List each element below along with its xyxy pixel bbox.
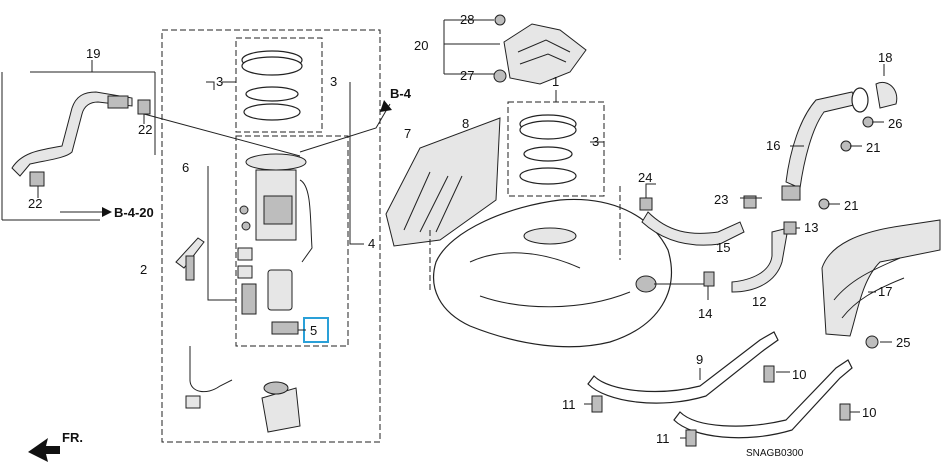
tank-strap-lower [673,359,853,439]
callout-2: 2 [140,262,147,277]
pump-filter [263,195,293,225]
callout-22-lower: 22 [28,196,42,211]
fuel-gauge-sender [175,237,205,269]
clamp-22-lower [29,171,45,187]
pressure-regulator [241,283,257,315]
seal-set-box [235,37,323,133]
tank-shield-8 [385,117,501,247]
callout-28: 28 [460,12,474,27]
filler-neck-group [781,64,898,210]
front-direction-icon [28,438,60,462]
bolt-11-lower [685,429,697,447]
callout-25: 25 [896,335,910,350]
callout-12: 12 [752,294,766,309]
callout-5: 5 [310,323,317,338]
front-label: FR. [62,430,83,445]
callout-13: 13 [804,220,818,235]
tank-strap-upper [587,331,779,404]
callout-14: 14 [698,306,712,321]
callout-21-lower: 21 [844,198,858,213]
bolt-25 [865,335,879,349]
callout-1: 1 [552,74,559,89]
callout-7: 7 [404,126,411,141]
diagram-code: SNAGB0300 [746,448,804,459]
seal-ring [245,86,299,102]
side-shield-group [821,219,941,349]
pump-assembly-box [235,135,349,347]
callout-11-upper: 11 [562,397,576,412]
callout-labels: 19 22 22 B-4-20 3 3 6 2 4 5 B-4 7 8 28 2… [28,12,910,459]
callout-3-right: 3 [330,74,337,89]
callout-18: 18 [878,50,892,65]
base-ring [243,103,301,121]
callout-11-lower: 11 [656,431,670,446]
tank-heat-shield-group [443,14,587,85]
ref-b4: B-4 [390,86,412,101]
arrow-to-b420 [102,207,112,217]
hose-group [639,183,800,300]
callout-27: 27 [460,68,474,83]
fuel-filter [267,269,293,311]
tank-straps-group [584,331,860,447]
callout-21-upper: 21 [866,140,880,155]
hose-12 [731,227,789,293]
callout-17: 17 [878,284,892,299]
nut-27 [493,69,507,83]
callout-10-upper: 10 [792,367,806,382]
callout-26: 26 [888,116,902,131]
callout-19: 19 [86,46,100,61]
callout-16: 16 [766,138,780,153]
callout-22-upper: 22 [138,122,152,137]
callout-3-left: 3 [216,74,223,89]
fuel-tank [432,198,672,348]
callout-15: 15 [716,240,730,255]
fuel-feed-line-group [1,60,156,221]
hose-15 [641,211,745,246]
callout-10-lower: 10 [862,405,876,420]
bolt-10-upper [763,365,775,383]
outer-dashed-box [161,29,381,443]
fuel-tank-group [385,117,704,348]
heat-shield [503,23,587,85]
hose-connector [107,95,129,109]
pump-flange [245,153,307,171]
clamp-22-upper [137,99,151,115]
callout-6: 6 [182,160,189,175]
callout-3-tank: 3 [592,134,599,149]
fuel-cap [875,82,898,109]
filler-neck [785,91,859,189]
bolt-10-lower [839,403,851,421]
callout-9: 9 [696,352,703,367]
clip-28 [494,14,506,26]
bolt-11-upper [591,395,603,413]
tank-seal-group [507,90,605,197]
fuel-pump-module-group [143,29,392,443]
fuel-strainer [261,387,301,433]
callout-4: 4 [368,236,375,251]
ref-b420: B-4-20 [114,205,154,220]
callout-8: 8 [462,116,469,131]
callout-20: 20 [414,38,428,53]
clip-5 [271,321,299,335]
callout-23: 23 [714,192,728,207]
side-shield [821,219,941,337]
callout-24: 24 [638,170,652,185]
